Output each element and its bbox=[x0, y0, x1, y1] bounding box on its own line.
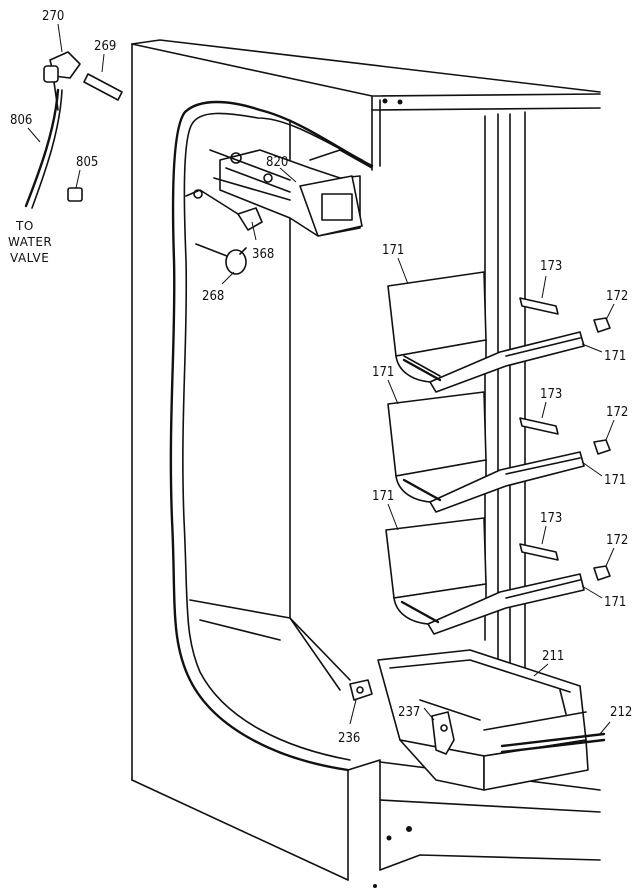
label-171-shelf-3: 171 bbox=[372, 489, 394, 504]
part-268-probe bbox=[195, 243, 247, 275]
part-labels: 270 269 806 805 TO WATER VALVE 820 368 2… bbox=[8, 9, 632, 746]
leader-lines bbox=[27, 23, 615, 735]
shelf-bracket-173 bbox=[519, 297, 559, 561]
label-368: 368 bbox=[252, 247, 274, 262]
label-172-shelf-3: 172 bbox=[606, 533, 628, 548]
label-171-shelf-2: 171 bbox=[372, 365, 394, 380]
label-to: TO bbox=[15, 219, 34, 233]
label-173-shelf-1: 173 bbox=[540, 259, 562, 274]
label-173-shelf-2: 173 bbox=[540, 387, 562, 402]
label-171-rail-1: 171 bbox=[604, 349, 626, 364]
label-valve: VALVE bbox=[10, 251, 49, 265]
label-211: 211 bbox=[542, 649, 564, 664]
label-236: 236 bbox=[338, 731, 360, 746]
label-172-shelf-1: 172 bbox=[606, 289, 628, 304]
label-171-shelf-1: 171 bbox=[382, 243, 404, 258]
label-212: 212 bbox=[610, 705, 632, 720]
shelf-1 bbox=[387, 271, 585, 393]
label-171-rail-2: 171 bbox=[604, 473, 626, 488]
part-237-bracket bbox=[431, 711, 455, 755]
label-270: 270 bbox=[42, 9, 64, 24]
storage-bin-211 bbox=[377, 649, 606, 791]
label-805: 805 bbox=[76, 155, 98, 170]
label-269: 269 bbox=[94, 39, 116, 54]
part-368-clip bbox=[237, 207, 263, 231]
label-173-shelf-3: 173 bbox=[540, 511, 562, 526]
shelf-3 bbox=[385, 517, 585, 635]
label-water: WATER bbox=[8, 235, 52, 249]
label-237: 237 bbox=[398, 705, 420, 720]
label-172-shelf-2: 172 bbox=[606, 405, 628, 420]
shelf-2 bbox=[387, 391, 585, 513]
shelf-clip-172 bbox=[593, 317, 611, 581]
icemaker-assembly bbox=[185, 149, 373, 237]
water-fitting-parts bbox=[24, 51, 123, 209]
part-236-bracket bbox=[349, 679, 373, 701]
label-820: 820 bbox=[266, 155, 288, 170]
label-268: 268 bbox=[202, 289, 224, 304]
label-171-rail-3: 171 bbox=[604, 595, 626, 610]
label-806: 806 bbox=[10, 113, 32, 128]
